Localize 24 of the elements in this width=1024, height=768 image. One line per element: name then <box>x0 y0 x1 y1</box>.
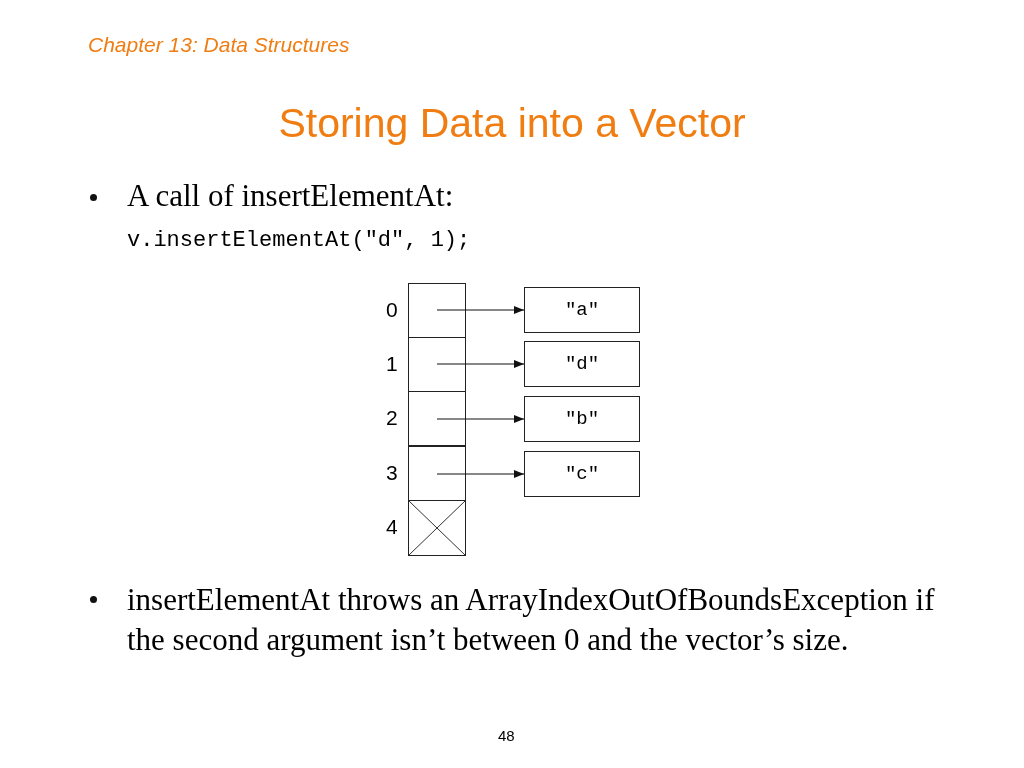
string-box: "c" <box>524 451 640 497</box>
array-cell <box>408 446 466 501</box>
arrow <box>436 360 525 368</box>
array-cell <box>408 337 466 392</box>
array-cell <box>408 391 466 446</box>
chapter-heading: Chapter 13: Data Structures <box>88 33 350 57</box>
empty-slot <box>408 500 466 556</box>
bullet-text: insertElementAt throws an ArrayIndexOutOfBoundsException if the second argument isn’t between 0 and the vector’s size. <box>127 581 936 659</box>
string-box: "d" <box>524 341 640 387</box>
page-number: 48 <box>498 727 515 744</box>
slide-title: Storing Data into a Vector <box>277 100 747 147</box>
array-cell <box>408 283 466 338</box>
string-box: "a" <box>524 287 640 333</box>
bullet-text: A call of insertElementAt: <box>127 178 454 214</box>
string-box: "b" <box>524 396 640 442</box>
index-number: 1 <box>386 351 398 376</box>
arrow <box>436 470 525 478</box>
index-number: 0 <box>386 297 398 322</box>
arrow <box>436 415 525 423</box>
index-number: 3 <box>386 460 398 485</box>
arrow <box>436 306 525 314</box>
code-line: v.insertElementAt("d", 1); <box>127 228 471 253</box>
index-number: 2 <box>386 405 398 430</box>
index-number: 4 <box>386 515 398 539</box>
